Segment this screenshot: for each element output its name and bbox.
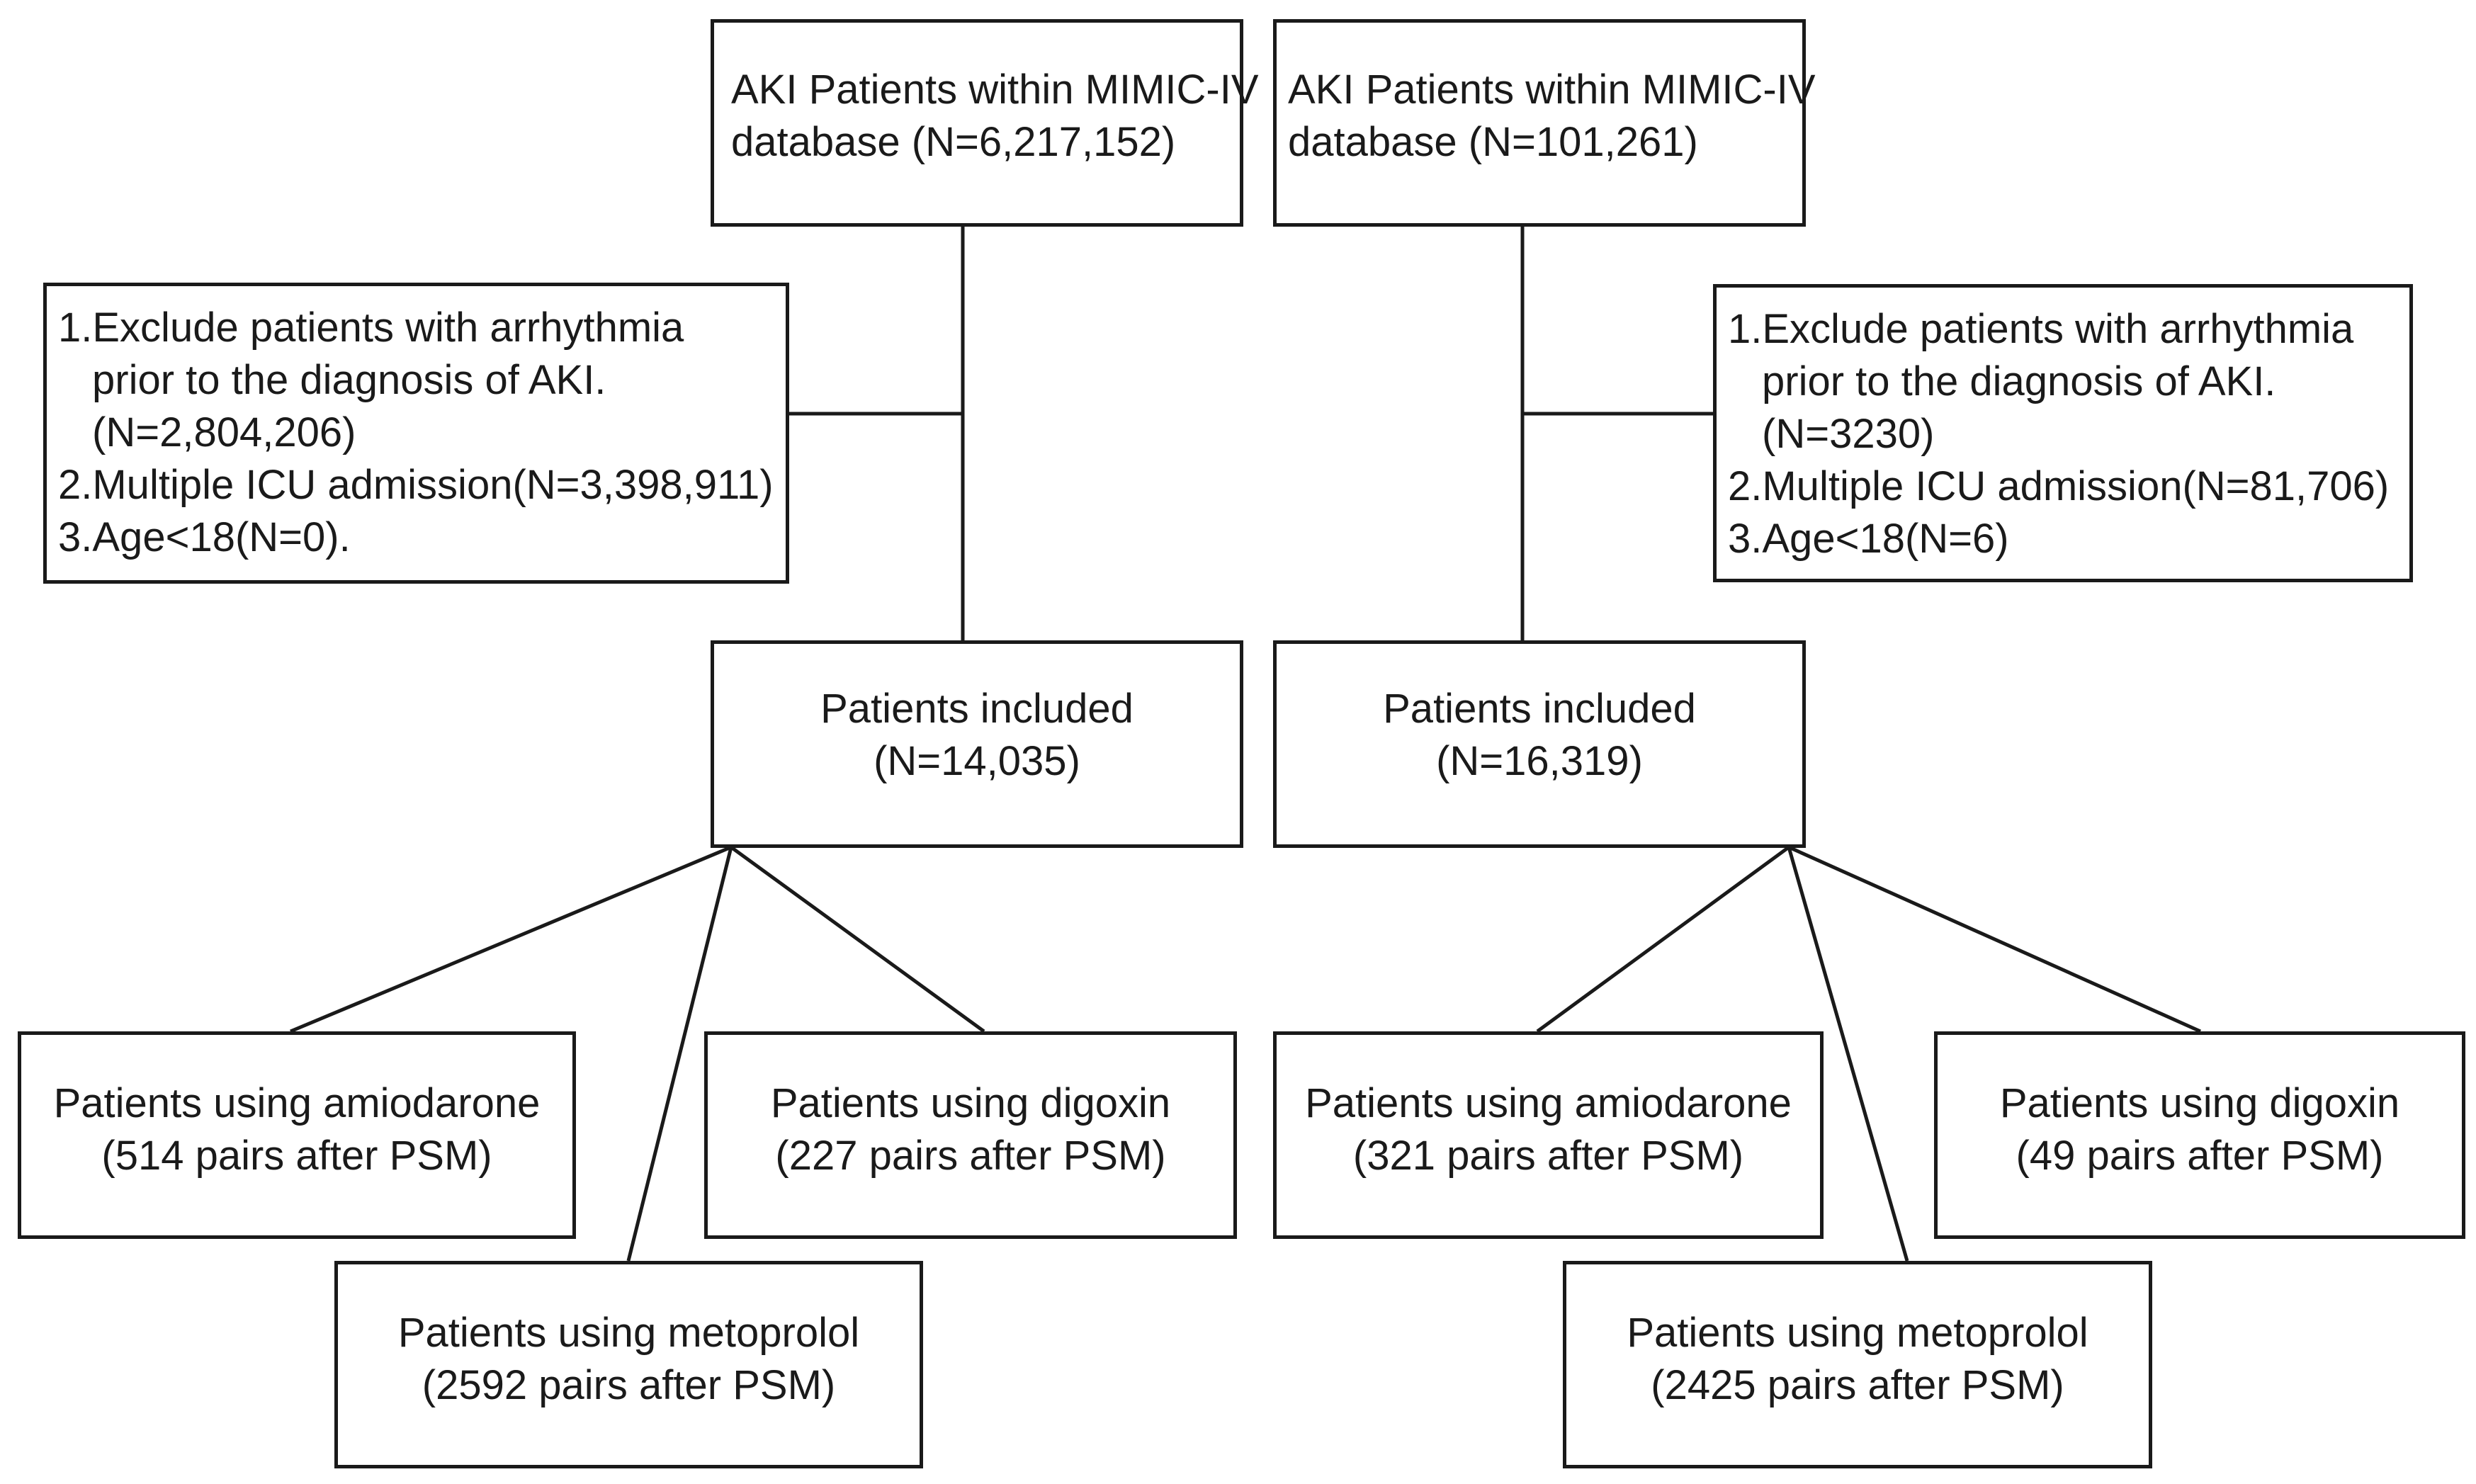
right-amiodarone-label: Patients using amiodarone bbox=[1305, 1080, 1792, 1126]
left-metoprolol-pairs: (2592 pairs after PSM) bbox=[422, 1362, 836, 1408]
right-exclusion-criterion-2: 2.Multiple ICU admission(N=81,706) bbox=[1728, 463, 2390, 509]
right-included-box: Patients included (N=16,319) bbox=[1273, 640, 1806, 848]
left-digoxin-box: Patients using digoxin (227 pairs after … bbox=[704, 1031, 1237, 1239]
left-source-line2: database (N=6,217,152) bbox=[731, 119, 1176, 165]
left-exclusion-criterion-1-cont: prior to the diagnosis of AKI. bbox=[92, 357, 606, 403]
right-exclusion-criterion-1-count: (N=3230) bbox=[1762, 411, 1935, 457]
left-metoprolol-label: Patients using metoprolol bbox=[397, 1310, 860, 1356]
right-digoxin-pairs: (49 pairs after PSM) bbox=[2016, 1133, 2384, 1179]
left-metoprolol-box: Patients using metoprolol (2592 pairs af… bbox=[334, 1261, 923, 1468]
right-amiodarone-box: Patients using amiodarone (321 pairs aft… bbox=[1273, 1031, 1824, 1239]
right-digoxin-label: Patients using digoxin bbox=[1999, 1080, 2400, 1126]
left-amiodarone-label: Patients using amiodarone bbox=[53, 1080, 541, 1126]
left-exclusion-criterion-2: 2.Multiple ICU admission(N=3,398,911) bbox=[58, 462, 774, 508]
right-to-amiodarone-line bbox=[1536, 845, 1790, 1033]
right-digoxin-box: Patients using digoxin (49 pairs after P… bbox=[1934, 1031, 2465, 1239]
left-to-metoprolol-line bbox=[626, 846, 733, 1262]
left-amiodarone-pairs: (514 pairs after PSM) bbox=[101, 1133, 492, 1179]
left-included-count: (N=14,035) bbox=[874, 738, 1080, 784]
left-included-label: Patients included bbox=[820, 686, 1134, 732]
right-exclusion-box: 1.Exclude patients with arrhythmia prior… bbox=[1713, 284, 2413, 582]
left-exclusion-criterion-1: 1.Exclude patients with arrhythmia bbox=[58, 305, 684, 351]
right-source-line2: database (N=101,261) bbox=[1288, 119, 1698, 165]
right-metoprolol-label: Patients using metoprolol bbox=[1627, 1310, 2088, 1356]
left-exclusion-criterion-3: 3.Age<18(N=0). bbox=[58, 514, 351, 560]
right-exclusion-criterion-3: 3.Age<18(N=6) bbox=[1728, 516, 2009, 562]
left-included-box: Patients included (N=14,035) bbox=[711, 640, 1243, 848]
left-to-digoxin-line bbox=[730, 845, 985, 1033]
left-exclusion-box: 1.Exclude patients with arrhythmia prior… bbox=[43, 283, 789, 584]
right-included-label: Patients included bbox=[1383, 686, 1696, 732]
right-amiodarone-pairs: (321 pairs after PSM) bbox=[1352, 1133, 1744, 1179]
left-source-box: AKI Patients within MIMIC-IV database (N… bbox=[711, 19, 1259, 227]
right-metoprolol-box: Patients using metoprolol (2425 pairs af… bbox=[1563, 1261, 2152, 1468]
right-to-metoprolol-line bbox=[1787, 846, 1909, 1262]
right-exclusion-criterion-1-cont: prior to the diagnosis of AKI. bbox=[1762, 358, 2276, 404]
left-digoxin-pairs: (227 pairs after PSM) bbox=[775, 1133, 1166, 1179]
right-source-line1: AKI Patients within MIMIC-IV bbox=[1288, 67, 1816, 113]
right-included-count: (N=16,319) bbox=[1436, 738, 1643, 784]
left-digoxin-label: Patients using digoxin bbox=[770, 1080, 1171, 1126]
left-amiodarone-box: Patients using amiodarone (514 pairs aft… bbox=[18, 1031, 576, 1239]
left-source-line1: AKI Patients within MIMIC-IV bbox=[731, 67, 1259, 113]
right-exclusion-criterion-1: 1.Exclude patients with arrhythmia bbox=[1728, 306, 2354, 352]
right-metoprolol-pairs: (2425 pairs after PSM) bbox=[1651, 1362, 2064, 1408]
left-to-amiodarone-line bbox=[290, 845, 732, 1033]
left-exclusion-criterion-1-count: (N=2,804,206) bbox=[92, 409, 356, 455]
right-source-box: AKI Patients within MIMIC-IV database (N… bbox=[1273, 19, 1816, 227]
right-to-digoxin-line bbox=[1787, 845, 2202, 1033]
